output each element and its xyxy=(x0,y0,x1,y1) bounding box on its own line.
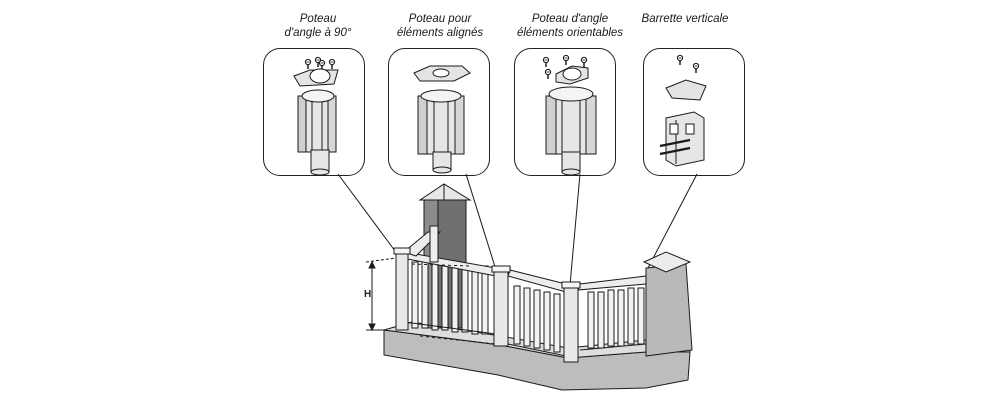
caption-line: Poteau xyxy=(299,13,337,25)
screw-icon xyxy=(676,54,700,74)
post-adjustable-corner xyxy=(561,281,581,363)
caption-line: Poteau pour xyxy=(408,13,472,25)
leader-lines xyxy=(337,173,698,286)
aluminium-profile-icon xyxy=(659,111,705,167)
post-cap-icon xyxy=(293,68,339,87)
top-rail-c xyxy=(577,275,647,291)
post-corner-90 xyxy=(393,247,411,331)
caption-line: d'angle à 90° xyxy=(284,27,352,39)
bottom-rail-a xyxy=(403,321,497,335)
return-post xyxy=(429,225,439,263)
dashed-guide xyxy=(411,263,471,267)
aluminium-profile-icon xyxy=(297,89,337,176)
corner-post-90-detail xyxy=(293,56,339,176)
bottom-rail-b xyxy=(507,343,567,357)
caption-line: éléments alignés xyxy=(396,27,484,39)
height-label: H xyxy=(364,289,372,300)
caption-adjustable-corner-post: Poteau d'angle éléments orientables xyxy=(510,12,630,40)
caption-line: éléments orientables xyxy=(516,27,624,39)
caption-line: Poteau d'angle xyxy=(531,13,609,25)
post-cap-icon xyxy=(413,65,471,82)
aluminium-profile-icon xyxy=(417,89,465,174)
aluminium-profile-icon xyxy=(545,86,597,176)
post-cap-icon xyxy=(555,65,589,85)
post-cap-icon xyxy=(665,79,707,101)
post-aligned xyxy=(491,265,511,347)
balusters-c xyxy=(587,287,645,349)
caption-vertical-bar: Barrette verticale xyxy=(630,12,740,26)
bottom-rail-c xyxy=(579,343,647,351)
caption-line: Barrette verticale xyxy=(641,13,729,25)
caption-aligned-post: Poteau pour éléments alignés xyxy=(390,12,490,40)
fence-scene xyxy=(365,183,693,391)
balusters-b xyxy=(513,285,561,353)
aligned-post-detail xyxy=(413,65,471,174)
caption-corner-post-90: Poteau d'angle à 90° xyxy=(268,12,368,40)
dashed-guide xyxy=(419,335,497,345)
adjustable-corner-post-detail xyxy=(542,54,597,176)
vertical-bar-detail xyxy=(659,54,707,167)
screw-icon xyxy=(304,56,336,71)
height-dimension xyxy=(365,257,397,332)
wall-post xyxy=(642,251,693,357)
